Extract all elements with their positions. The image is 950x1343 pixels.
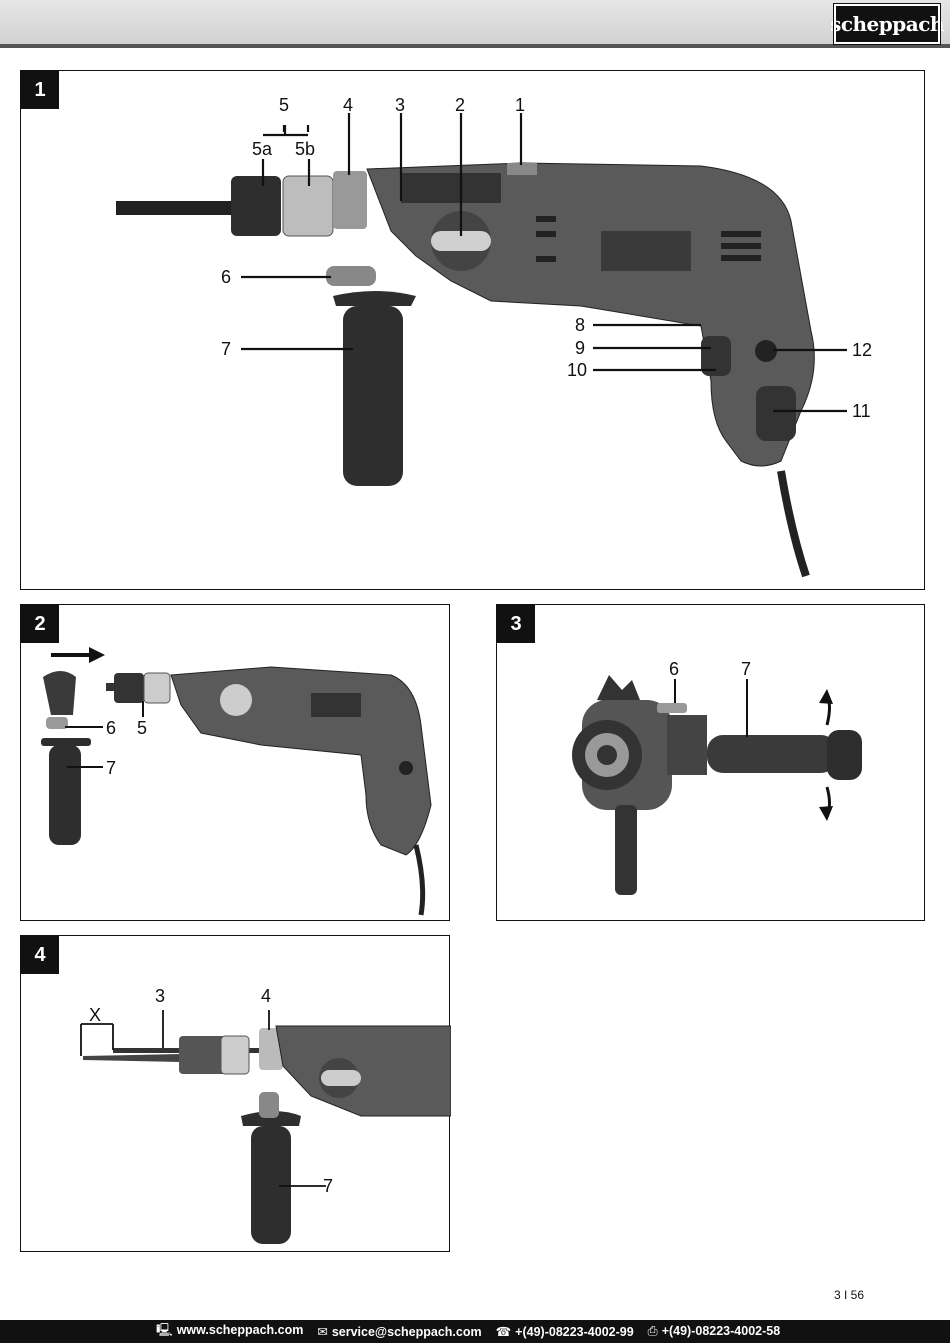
- figure-3-panel: 3 6 7: [496, 604, 925, 921]
- label-6: 6: [106, 718, 116, 738]
- label-2: 2: [455, 95, 465, 115]
- label-7: 7: [741, 659, 751, 679]
- fax-icon: ⎙: [647, 1324, 658, 1338]
- label-12: 12: [852, 340, 872, 360]
- footer-website[interactable]: 🖳www.scheppach.com: [156, 1321, 303, 1342]
- label-11: 11: [852, 401, 871, 421]
- handle-adjust-illustration: 6 7: [572, 659, 862, 906]
- email-text: service@scheppach.com: [331, 1325, 482, 1339]
- figure-2-panel: 2 6 5 7: [20, 604, 450, 921]
- figure-4-panel: 4 3 4 X 7: [20, 935, 451, 1252]
- label-3: 3: [155, 986, 165, 1006]
- label-3: 3: [395, 95, 405, 115]
- label-8: 8: [575, 315, 585, 335]
- label-5: 5: [137, 718, 147, 738]
- drill-illustration: 5 4 3 2 1 5a 5b 6 7 8 9 10 12 11: [116, 95, 872, 578]
- depth-stop-illustration: 3 4 X 7: [80, 986, 451, 1244]
- handle-removal-illustration: 6 5 7: [41, 647, 432, 916]
- label-9: 9: [575, 338, 585, 358]
- label-7: 7: [221, 339, 231, 359]
- phone-text: +(49)-08223-4002-99: [515, 1325, 634, 1339]
- label-7: 7: [323, 1176, 333, 1196]
- page-number: 3 I 56: [833, 1288, 864, 1302]
- label-5a: 5a: [252, 139, 273, 159]
- footer-fax: ⎙+(49)-08223-4002-58: [648, 1324, 781, 1339]
- figure-number: 3: [497, 605, 535, 643]
- website-text: www.scheppach.com: [176, 1323, 304, 1337]
- fax-text: +(49)-08223-4002-58: [661, 1324, 781, 1338]
- mail-icon: ✉: [317, 1325, 328, 1339]
- phone-icon: ☎: [495, 1325, 512, 1339]
- figure-1-panel: 1: [20, 70, 925, 590]
- label-4: 4: [261, 986, 271, 1006]
- footer-email[interactable]: ✉service@scheppach.com: [317, 1324, 481, 1339]
- figure-number: 1: [21, 71, 59, 109]
- label-1: 1: [515, 95, 525, 115]
- figure-number: 4: [21, 936, 59, 974]
- label-6: 6: [221, 267, 231, 287]
- header-bar: scheppach: [0, 0, 950, 48]
- figure-number: 2: [21, 605, 59, 643]
- label-6: 6: [669, 659, 679, 679]
- label-5b: 5b: [295, 139, 315, 159]
- brand-logo: scheppach: [830, 3, 944, 45]
- computer-icon: 🖳: [156, 1323, 173, 1337]
- label-4: 4: [343, 95, 353, 115]
- footer-phone: ☎+(49)-08223-4002-99: [496, 1324, 634, 1339]
- label-5: 5: [279, 95, 289, 115]
- label-10: 10: [567, 360, 587, 380]
- label-7: 7: [106, 758, 116, 778]
- label-x: X: [89, 1005, 101, 1025]
- footer-contact-bar: 🖳www.scheppach.com ✉service@scheppach.co…: [0, 1320, 950, 1343]
